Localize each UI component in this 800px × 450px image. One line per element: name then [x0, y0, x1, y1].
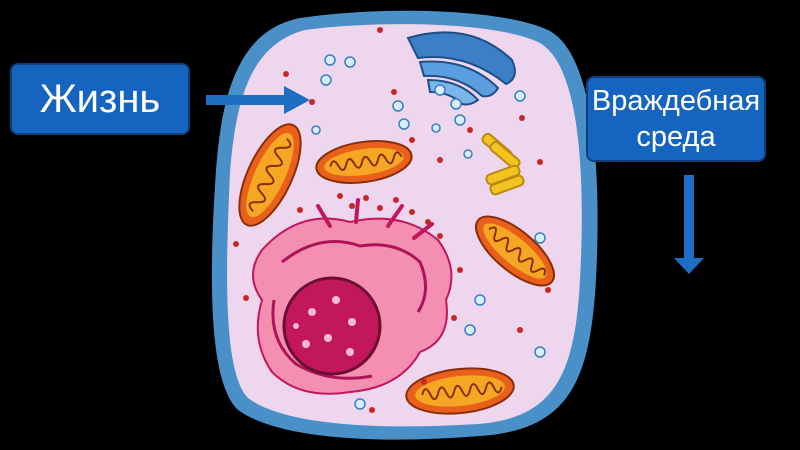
life-label: Жизнь	[10, 63, 190, 135]
mitochondrion	[238, 123, 302, 227]
mitochondrion	[315, 140, 413, 184]
golgi-apparatus	[406, 31, 516, 106]
ribosomes	[233, 27, 551, 413]
arrow-right-icon	[206, 86, 310, 114]
vesicles	[311, 54, 546, 410]
centriole	[481, 132, 525, 196]
mitochondrion	[405, 367, 515, 415]
hostile-environment-label: Враждебная среда	[586, 76, 766, 162]
mitochondrion	[475, 215, 555, 287]
arrow-down-icon	[674, 175, 704, 274]
nucleus	[282, 276, 382, 376]
